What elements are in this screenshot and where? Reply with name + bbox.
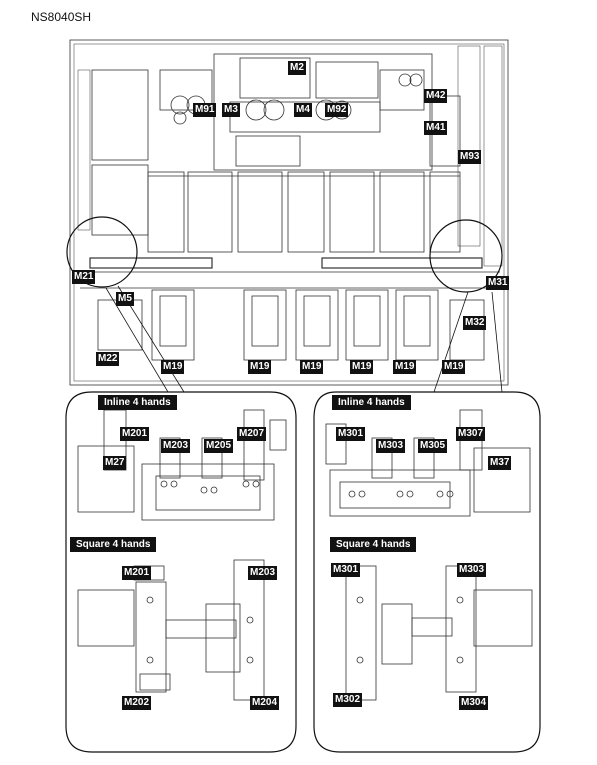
- label-m91: M91: [193, 103, 217, 117]
- label-m19: M19: [248, 360, 272, 374]
- label-m304: M304: [459, 696, 489, 710]
- label-m305: M305: [418, 439, 448, 453]
- label-m303: M303: [376, 439, 406, 453]
- label-m4: M4: [294, 103, 312, 117]
- label-m19: M19: [161, 360, 185, 374]
- label-m302: M302: [333, 693, 363, 707]
- label-m19: M19: [300, 360, 324, 374]
- label-m31: M31: [486, 276, 510, 290]
- label-m204: M204: [250, 696, 280, 710]
- label-m301: M301: [331, 563, 361, 577]
- label-m202: M202: [122, 696, 152, 710]
- label-m42: M42: [424, 89, 448, 103]
- machine-top-view: [66, 39, 509, 393]
- label-m2: M2: [288, 61, 306, 75]
- label-m205: M205: [204, 439, 234, 453]
- label-m303: M303: [457, 563, 487, 577]
- right-detail-panel: [313, 391, 541, 753]
- label-m37: M37: [488, 456, 512, 470]
- label-m301: M301: [336, 427, 366, 441]
- label-m3: M3: [222, 103, 240, 117]
- panel-header-left-inline: Inline 4 hands: [98, 395, 177, 410]
- label-m19: M19: [350, 360, 374, 374]
- label-m41: M41: [424, 121, 448, 135]
- label-m92: M92: [325, 103, 349, 117]
- label-m32: M32: [463, 316, 487, 330]
- label-m21: M21: [72, 270, 96, 284]
- label-m5: M5: [116, 292, 134, 306]
- label-m19: M19: [393, 360, 417, 374]
- label-m307: M307: [456, 427, 486, 441]
- label-m201: M201: [122, 566, 152, 580]
- label-m207: M207: [237, 427, 267, 441]
- label-m203: M203: [161, 439, 191, 453]
- panel-header-right-inline: Inline 4 hands: [332, 395, 411, 410]
- panel-header-right-square: Square 4 hands: [330, 537, 417, 552]
- label-m201: M201: [120, 427, 150, 441]
- page-title: NS8040SH: [31, 10, 92, 24]
- label-m27: M27: [103, 456, 127, 470]
- panel-header-left-square: Square 4 hands: [70, 537, 157, 552]
- label-m203: M203: [248, 566, 278, 580]
- label-m93: M93: [458, 150, 482, 164]
- label-m19: M19: [442, 360, 466, 374]
- label-m22: M22: [96, 352, 120, 366]
